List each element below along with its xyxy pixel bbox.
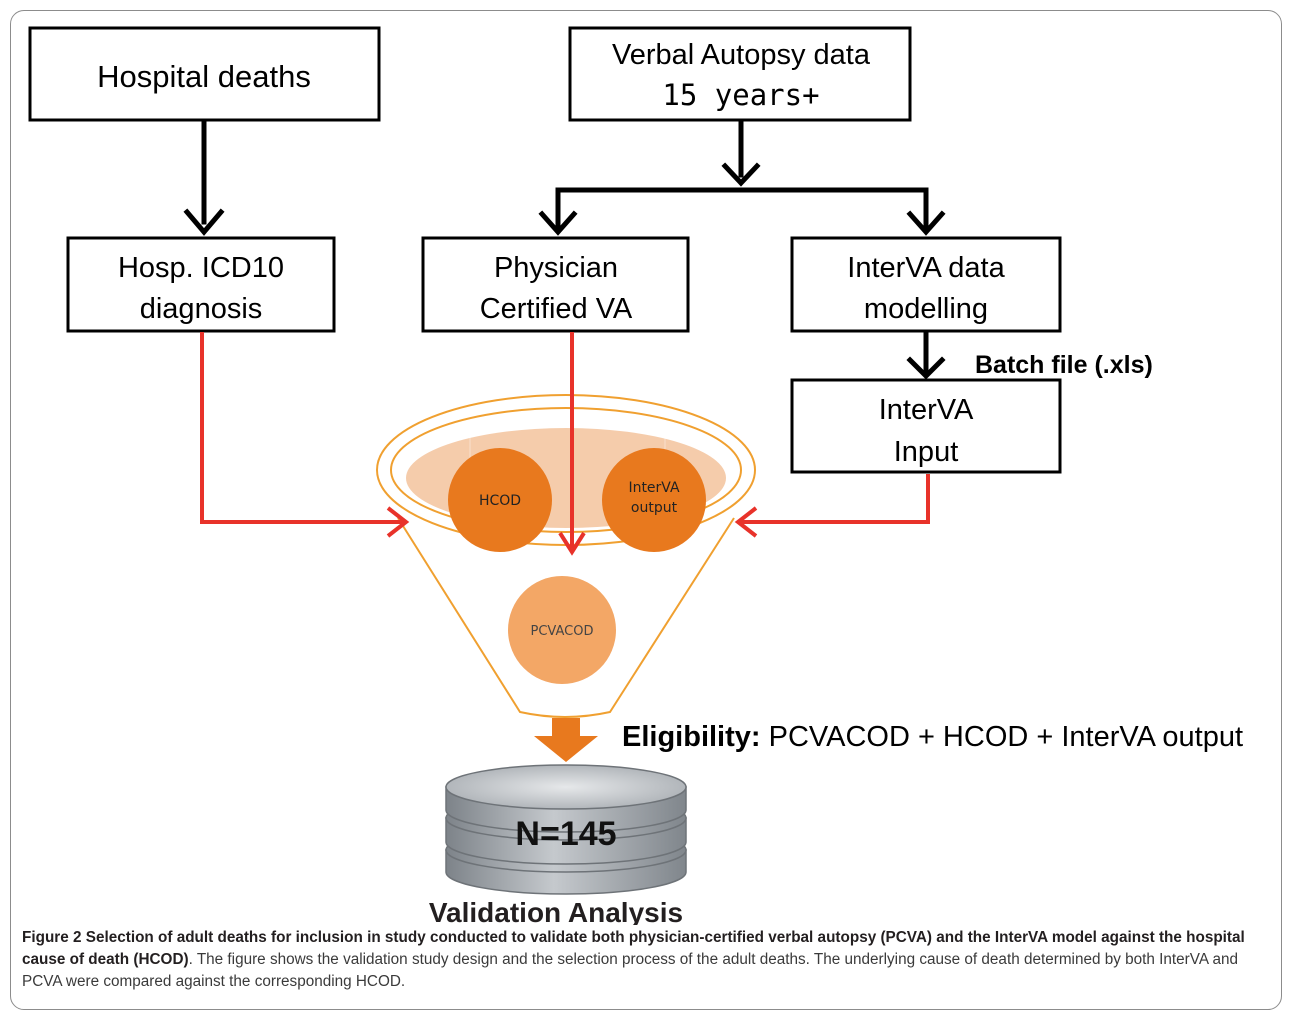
red-connectors [200,332,930,556]
red-arrowhead-pcva [558,531,586,556]
box-verbal-autopsy: Verbal Autopsy data 15 years+ [568,26,912,122]
box-interva-modelling: InterVA data modelling [790,236,1062,333]
arrowhead-va-split [721,162,761,187]
arrowhead-icd [183,208,225,236]
interva-output-label-line2: output [631,500,678,516]
split-bracket [555,187,929,229]
circle-interva-output: InterVA output [602,448,706,552]
icd-label-line2: diagnosis [140,293,263,325]
icd-label-line1: Hosp. ICD10 [118,252,284,284]
va-label-line1: Verbal Autopsy data [612,39,871,71]
red-arrow-icd [200,332,404,524]
hospital-deaths-label: Hospital deaths [97,59,311,94]
black-connectors [183,118,946,380]
interva-input-label-line1: InterVA [879,394,974,426]
red-arrowhead-icd [386,506,410,538]
eligibility-line: Eligibility: PCVACOD + HCOD + InterVA ou… [622,721,1243,753]
figure-caption: Figure 2 Selection of adult deaths for i… [22,927,1272,993]
pcva-label-line1: Physician [494,252,618,284]
caption-title: Figure 2 Selection of adult deaths for i… [22,929,1245,968]
red-arrow-interva [740,474,930,524]
batch-file-label: Batch file (.xls) [975,351,1153,379]
red-arrowhead-interva [734,506,758,538]
interva-model-label-line1: InterVA data [847,252,1005,284]
database-count-label: N=145 [515,815,616,853]
interva-output-label-line1: InterVA [628,480,680,496]
circle-pcvacod: PCVACOD [508,576,616,684]
orange-down-arrow [534,718,598,762]
box-hosp-icd10: Hosp. ICD10 diagnosis [66,236,336,333]
funnel-rim-inner [390,407,742,533]
va-label-line2: 15 years+ [662,78,819,112]
arrowhead-interva-input [906,356,946,380]
interva-model-label-line2: modelling [864,293,988,325]
caption-body: . The figure shows the validation study … [22,951,1238,990]
flow-diagram: Hospital deaths Verbal Autopsy data 15 y… [28,26,1243,925]
validation-analysis-label: Validation Analysis [429,897,683,925]
box-interva-input: InterVA Input [790,378,1062,474]
arrowhead-pcva [538,210,578,236]
box-physician-certified: Physician Certified VA [421,236,690,333]
hcod-label: HCOD [479,493,521,509]
pcva-label-line2: Certified VA [480,293,633,325]
interva-input-label-line2: Input [894,436,959,468]
database-icon: N=145 [445,764,687,895]
circle-hcod: HCOD [448,448,552,552]
pcvacod-label: PCVACOD [531,624,594,639]
box-hospital-deaths: Hospital deaths [28,26,381,122]
funnel-cone [397,517,735,718]
arrowhead-interva-model [906,210,946,236]
figure-frame [10,10,1282,1010]
